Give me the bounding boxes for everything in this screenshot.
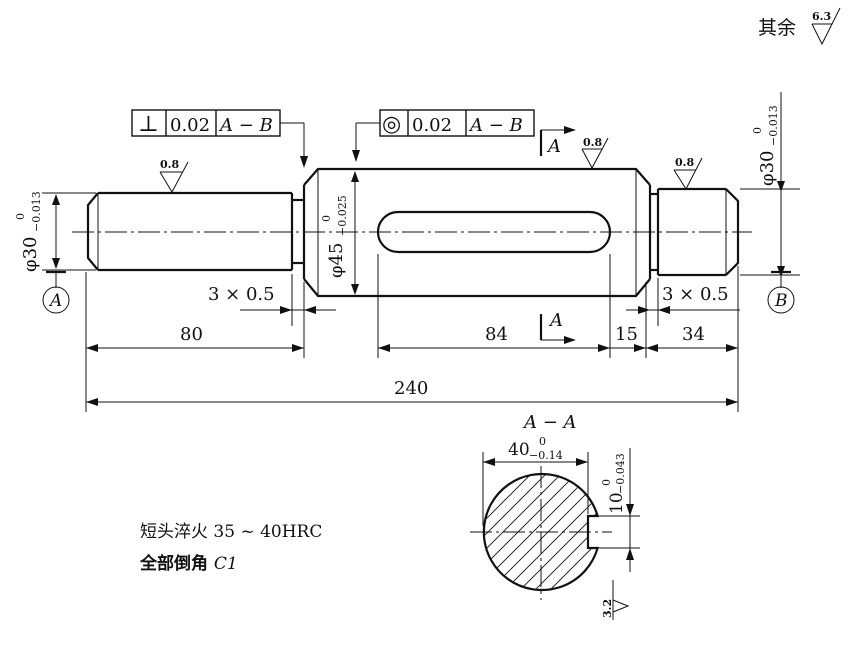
- roughness-left-journal-value: 0.8: [160, 158, 179, 171]
- roughness-right-journal-value: 0.8: [675, 156, 694, 169]
- dimension-34: 34: [682, 324, 705, 345]
- roughness-keyway-bottom: [612, 580, 630, 620]
- datum-b-label: B: [774, 291, 788, 311]
- section-width-lower: −0.14: [529, 449, 563, 462]
- roughness-middle-shaft: [581, 137, 609, 170]
- dimension-80: 80: [180, 324, 203, 345]
- dimension-240: 240: [394, 378, 428, 399]
- roughness-right-journal: [673, 157, 703, 191]
- note-chamfer-value: C1: [214, 554, 238, 574]
- section-marker-top: [539, 126, 576, 156]
- perpendicularity-datum: A − B: [218, 115, 273, 136]
- left-undercut-leader: [240, 274, 336, 326]
- section-outline: [482, 472, 600, 592]
- section-view-title: A − A: [522, 412, 577, 433]
- keyway-width-base: 10: [607, 492, 627, 514]
- note-chamfer-prefix: 全部倒角: [139, 553, 214, 574]
- right-diameter-text: φ30 0 −0.013: [751, 105, 780, 186]
- perpendicularity-frame: [131, 109, 308, 168]
- perpendicularity-symbol: ⊥: [138, 112, 159, 137]
- section-width-base: 40: [508, 440, 530, 460]
- keyway-width-lower: −0.043: [614, 453, 627, 494]
- section-marker-top-label: A: [546, 136, 561, 157]
- keyway-width-text: 10 0 −0.043: [600, 453, 627, 514]
- perpendicularity-value: 0.02: [170, 115, 210, 136]
- other-surfaces-label: 其余: [758, 17, 796, 39]
- left-diameter-dimension: [42, 192, 96, 271]
- datum-b-symbol: [767, 270, 795, 314]
- section-center-lines: [470, 466, 612, 600]
- keyway-width-dimension: [598, 448, 640, 572]
- concentricity-symbol: ◎: [382, 112, 401, 137]
- keyway-slot: [376, 210, 612, 254]
- note-chamfer: 全部倒角 C1: [139, 553, 238, 574]
- keyway-width-upper: 0: [600, 479, 613, 486]
- section-marker-bottom: [539, 314, 576, 344]
- middle-diameter-text: φ45 0 −0.025: [320, 195, 349, 278]
- section-width-upper: 0: [539, 435, 546, 448]
- right-diameter-upper: 0: [751, 127, 764, 134]
- section-marker-bottom-label: A: [548, 310, 563, 331]
- middle-diameter-upper: 0: [320, 215, 333, 222]
- dimension-84: 84: [485, 324, 508, 345]
- right-diameter-dimension: [740, 92, 800, 277]
- right-diameter-lower: −0.013: [767, 105, 780, 146]
- middle-diameter-lower: −0.025: [336, 195, 349, 236]
- left-diameter-prefix: φ30: [20, 236, 41, 272]
- left-diameter-lower: −0.013: [30, 191, 43, 232]
- other-surfaces-roughness-symbol: [811, 7, 841, 46]
- datum-a-label: A: [48, 291, 62, 311]
- right-undercut-leader: [626, 278, 740, 326]
- datum-a-symbol: [42, 270, 70, 314]
- right-diameter-prefix: φ30: [757, 150, 778, 186]
- concentricity-frame: [352, 109, 535, 162]
- note-hardening: 短头淬火 35 ~ 40HRC: [140, 522, 322, 542]
- roughness-keyway-bottom-value: 3.2: [601, 599, 614, 618]
- concentricity-value: 0.02: [412, 115, 452, 136]
- roughness-left-journal: [159, 161, 189, 194]
- shaft-outline: [86, 167, 740, 298]
- other-surfaces-roughness-value: 6.3: [812, 10, 831, 23]
- section-width-dimension: [482, 452, 589, 526]
- dimension-15: 15: [615, 324, 638, 345]
- middle-diameter-dimension: [351, 171, 359, 295]
- right-undercut-label: 3 × 0.5: [662, 284, 729, 305]
- concentricity-datum: A − B: [468, 115, 523, 136]
- left-undercut-label: 3 × 0.5: [208, 284, 275, 305]
- roughness-middle-shaft-value: 0.8: [583, 136, 602, 149]
- left-diameter-upper: 0: [14, 213, 27, 220]
- middle-diameter-prefix: φ45: [326, 242, 347, 278]
- left-diameter-text: φ30 0 −0.013: [14, 191, 43, 272]
- length-dimension-lines: [85, 254, 739, 412]
